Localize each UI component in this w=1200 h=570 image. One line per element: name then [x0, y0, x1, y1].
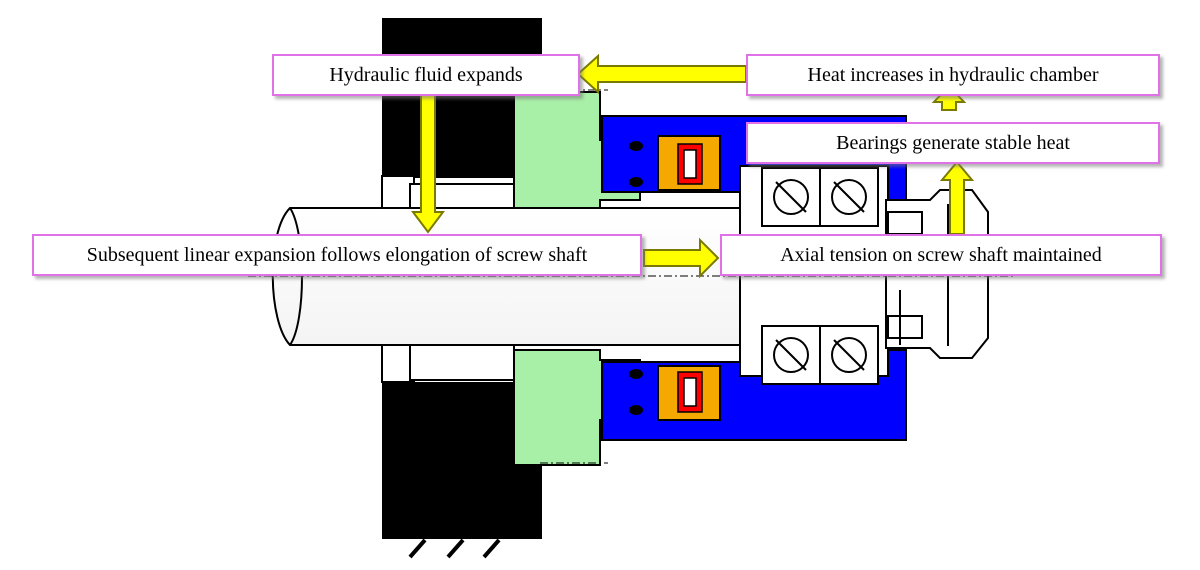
label-heat-increases: Heat increases in hydraulic chamber — [746, 54, 1160, 96]
angular-contact-bearings — [761, 167, 879, 385]
arrow-bearings-up — [939, 160, 975, 235]
label-bearings-generate-heat: Bearings generate stable heat — [746, 122, 1160, 164]
label-subsequent-linear-expansion: Subsequent linear expansion follows elon… — [32, 234, 642, 276]
label-axial-tension-maintained: Axial tension on screw shaft maintained — [720, 234, 1162, 276]
mounting-hatch-lines — [408, 538, 501, 559]
arrow-expansion-to-tension — [643, 237, 720, 279]
arrow-fluid-down — [411, 87, 445, 234]
arrow-heat-to-fluid — [576, 53, 747, 95]
hydraulic-piston — [629, 135, 721, 421]
label-hydraulic-fluid-expands: Hydraulic fluid expands — [272, 54, 580, 96]
process-arrows — [411, 53, 975, 279]
